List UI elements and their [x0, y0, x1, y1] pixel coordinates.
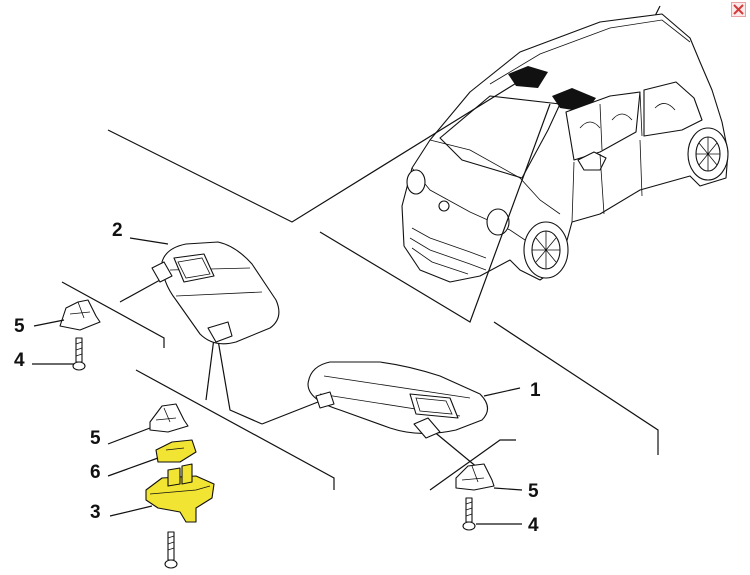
sun-visor-left — [151, 241, 280, 345]
screw-bracket — [164, 531, 178, 569]
screw-4-left — [72, 337, 86, 371]
callout-2: 2 — [112, 220, 123, 241]
callout-5-right: 5 — [528, 481, 539, 502]
screw-4-right — [462, 497, 476, 531]
callout-4-left: 4 — [14, 350, 25, 371]
callout-1: 1 — [530, 380, 541, 401]
close-icon — [733, 4, 744, 15]
clip-5-left-lower — [149, 403, 189, 433]
callout-5-left-upper: 5 — [14, 316, 25, 337]
callout-5-left-lower: 5 — [90, 428, 101, 449]
sun-visor-right — [307, 361, 489, 439]
car-illustration — [401, 5, 729, 283]
clip-5-left-upper — [59, 299, 101, 331]
seal-6 — [155, 439, 197, 463]
callout-6: 6 — [90, 462, 101, 483]
clip-5-right — [455, 463, 495, 491]
callout-labels: 1 2 3 4 4 5 5 5 6 — [14, 220, 541, 536]
callout-4-right: 4 — [528, 515, 539, 536]
bracket-3 — [145, 463, 215, 523]
close-button[interactable] — [731, 2, 746, 17]
callout-3: 3 — [90, 502, 101, 523]
projection-lines — [61, 81, 659, 491]
